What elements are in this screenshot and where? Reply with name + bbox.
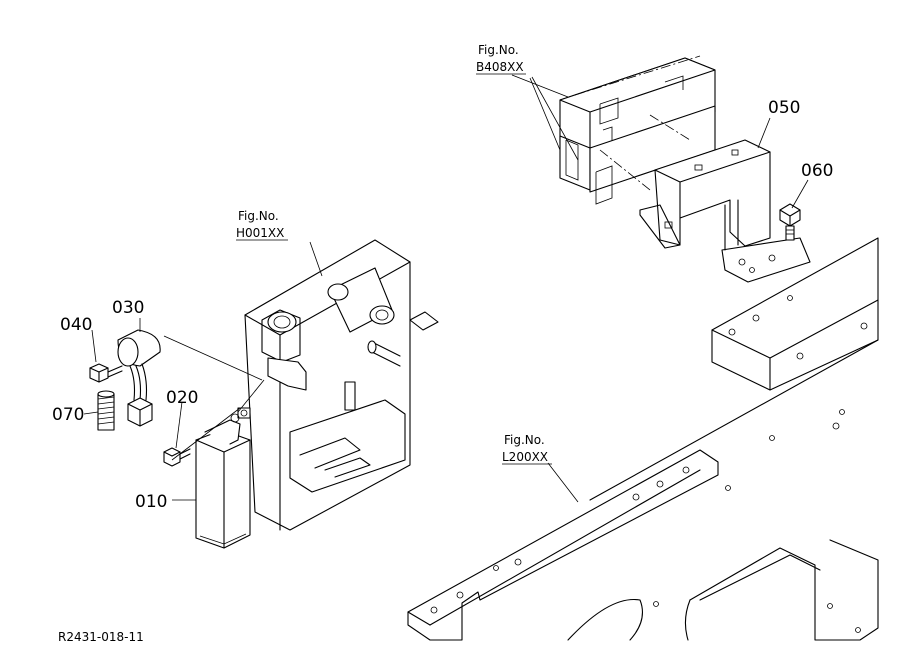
fig-ref-label-l200: Fig.No. [504, 433, 545, 447]
part-label-050: 050 [768, 98, 800, 118]
part-label-060: 060 [801, 161, 833, 181]
part-label-030: 030 [112, 298, 144, 318]
bolt-060 [779, 203, 801, 241]
spring-070 [97, 390, 115, 431]
relay-unit-assembly [559, 55, 811, 283]
cover-010 [195, 413, 251, 549]
part-label-010: 010 [135, 492, 167, 512]
switch-030 [117, 329, 161, 427]
leader-lines [83, 74, 809, 503]
screw-020 [163, 447, 191, 467]
drawing-number: R2431-018-11 [58, 630, 144, 644]
frame-plate-assembly [237, 239, 439, 531]
part-label-040: 040 [60, 315, 92, 335]
fig-ref-label-b408: Fig.No. [478, 43, 519, 57]
fig-ref-label-h001: Fig.No. [238, 209, 279, 223]
part-label-020: 020 [166, 388, 198, 408]
bolt-040 [89, 363, 123, 383]
fig-ref-number-l200: L200XX [502, 450, 548, 464]
part-label-070: 070 [52, 405, 84, 425]
chassis-frame [407, 237, 879, 641]
part-code-labels: 010 020 030 040 050 060 070 [52, 98, 833, 512]
fig-ref-number-b408: B408XX [476, 60, 524, 74]
figure-reference-labels: Fig.No. B408XX Fig.No. H001XX Fig.No. L2… [236, 43, 552, 465]
fig-ref-number-h001: H001XX [236, 226, 284, 240]
